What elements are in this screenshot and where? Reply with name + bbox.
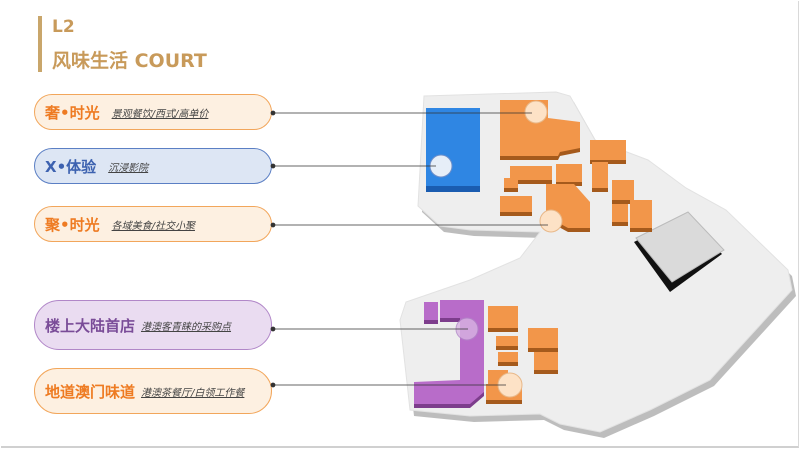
zone-desc: 景观餐饮/西式/高单价 xyxy=(111,108,209,120)
zone-pill-experience: X•体验 沉浸影院 xyxy=(34,148,272,184)
zone-desc: 港澳客青睐的采购点 xyxy=(141,321,232,333)
court-title: 风味生活 COURT xyxy=(52,50,207,72)
floor-label: L2 xyxy=(52,17,75,37)
gathering-marker xyxy=(539,209,563,233)
grey-block xyxy=(635,211,725,283)
zone-pill-flagship: 楼上大陆首店 港澳客青睐的采购点 xyxy=(34,300,272,350)
zone-desc: 沉浸影院 xyxy=(108,162,149,174)
zone-desc: 各域美食/社交小聚 xyxy=(111,220,195,232)
zone-pill-gathering: 聚•时光 各域美食/社交小聚 xyxy=(34,206,272,242)
zone-pill-macau: 地道澳门味道 港澳茶餐厅/白领工作餐 xyxy=(34,368,272,414)
zone-name: 奢•时光 xyxy=(45,103,100,122)
zone-name: 楼上大陆首店 xyxy=(45,316,136,335)
orange-blocks-upper xyxy=(500,100,652,232)
zone-desc: 港澳茶餐厅/白领工作餐 xyxy=(141,387,245,399)
zone-pill-luxury: 奢•时光 景观餐饮/西式/高单价 xyxy=(34,94,272,130)
zone-name: X•体验 xyxy=(45,157,97,176)
zone-name: 聚•时光 xyxy=(45,215,100,234)
leader-lines xyxy=(270,110,548,388)
title-accent-bar xyxy=(38,16,42,72)
luxury-marker xyxy=(524,100,548,124)
zone-name: 地道澳门味道 xyxy=(45,382,136,401)
